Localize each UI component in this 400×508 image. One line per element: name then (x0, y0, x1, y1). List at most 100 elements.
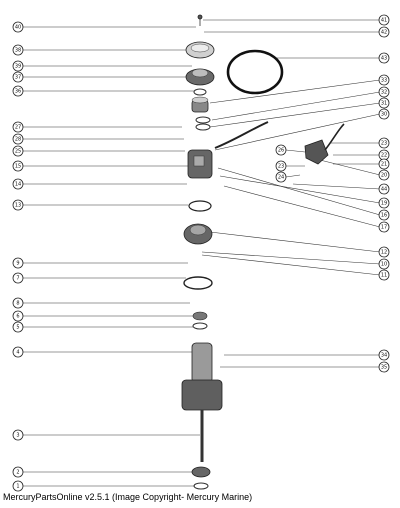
callout-20: 20 (378, 169, 390, 181)
part-bearing-housing-37 (185, 68, 215, 86)
leader-line (319, 159, 381, 176)
callout-circle (275, 171, 287, 183)
callout-number: 12 (381, 249, 387, 255)
callout-number: 21 (381, 161, 387, 167)
callout-number: 24 (278, 174, 284, 180)
callout-39: 39 (12, 60, 24, 72)
callout-number: 25 (15, 148, 21, 154)
callout-circle (12, 160, 24, 172)
leader-lines (22, 19, 381, 487)
callout-4: 4 (12, 346, 24, 358)
part-shift-cable-30 (214, 121, 269, 149)
leader-line (285, 149, 306, 153)
callout-circle (12, 60, 24, 72)
callout-circle (275, 144, 287, 156)
leader-line (201, 254, 381, 276)
leader-line (211, 91, 381, 121)
callout-number: 9 (16, 260, 19, 266)
callout-number: 2 (16, 469, 19, 475)
callout-circle (12, 133, 24, 145)
callout-circle (378, 361, 390, 373)
callout-12: 12 (378, 246, 390, 258)
callout-number: 26 (278, 147, 284, 153)
callout-number: 23 (278, 163, 284, 169)
leader-line (285, 174, 301, 178)
callout-circle (12, 21, 24, 33)
callout-35: 35 (378, 361, 390, 373)
callout-number: 4 (16, 349, 19, 355)
callout-13: 13 (12, 199, 24, 211)
callout-circle (378, 209, 390, 221)
callout-circle (378, 197, 390, 209)
callout-number: 10 (381, 261, 387, 267)
callout-number: 43 (381, 55, 387, 61)
callout-number: 15 (15, 163, 21, 169)
callout-circle (12, 272, 24, 284)
callout-circle (378, 26, 390, 38)
callout-circle (378, 183, 390, 195)
callout-7: 7 (12, 272, 24, 284)
callout-number: 17 (381, 224, 387, 230)
callout-circle (378, 246, 390, 258)
part-gasket-ring-43 (226, 49, 284, 95)
callout-number: 13 (15, 202, 21, 208)
callout-number: 27 (15, 124, 21, 130)
callout-8: 8 (12, 297, 24, 309)
callout-circle (12, 321, 24, 333)
part-bracket-26 (304, 139, 329, 165)
callout-25: 25 (12, 145, 24, 157)
callout-6: 6 (12, 310, 24, 322)
part-fitting-13 (188, 200, 212, 212)
leader-line (214, 113, 381, 151)
callout-number: 6 (16, 313, 19, 319)
callout-circle (378, 14, 390, 26)
leader-line (209, 79, 381, 104)
callout-number: 31 (381, 100, 387, 106)
part-gear-2 (191, 466, 211, 478)
callout-number: 33 (381, 77, 387, 83)
callout-circle (378, 86, 390, 98)
callout-number: 5 (16, 324, 19, 330)
part-clamp-7 (183, 276, 213, 290)
callout-number: 39 (15, 63, 21, 69)
callout-28: 28 (12, 133, 24, 145)
callout-23: 23 (275, 160, 287, 172)
callout-number: 28 (15, 136, 21, 142)
leader-line (223, 185, 381, 228)
callout-number: 38 (15, 47, 21, 53)
callout-31: 31 (378, 97, 390, 109)
callout-circle (12, 199, 24, 211)
callout-circle (378, 97, 390, 109)
callout-circle (275, 160, 287, 172)
callout-circle (12, 429, 24, 441)
callout-number: 40 (15, 24, 21, 30)
part-parts-6-5 (192, 311, 208, 330)
leader-line (201, 251, 381, 265)
callout-circle (12, 480, 24, 492)
callout-5: 5 (12, 321, 24, 333)
callout-number: 7 (16, 275, 19, 281)
callout-22: 22 (378, 149, 390, 161)
leader-line (217, 167, 381, 216)
callout-labels: 4038393736272825151413978654321414243333… (12, 14, 390, 492)
leader-line (209, 102, 381, 128)
callout-circle (378, 258, 390, 270)
callout-number: 23 (381, 140, 387, 146)
part-cover-plate-38 (185, 41, 215, 59)
callout-11: 11 (378, 269, 390, 281)
callout-19: 19 (378, 197, 390, 209)
callout-circle (378, 221, 390, 233)
callout-21: 21 (378, 158, 390, 170)
callout-number: 42 (381, 29, 387, 35)
callout-38: 38 (12, 44, 24, 56)
callout-circle (12, 346, 24, 358)
callout-number: 11 (381, 272, 387, 278)
callout-number: 41 (381, 17, 387, 23)
callout-26: 26 (275, 144, 287, 156)
callout-number: 34 (381, 352, 387, 358)
callout-17: 17 (378, 221, 390, 233)
callout-number: 8 (16, 300, 19, 306)
callout-circle (378, 158, 390, 170)
callout-30: 30 (378, 108, 390, 120)
